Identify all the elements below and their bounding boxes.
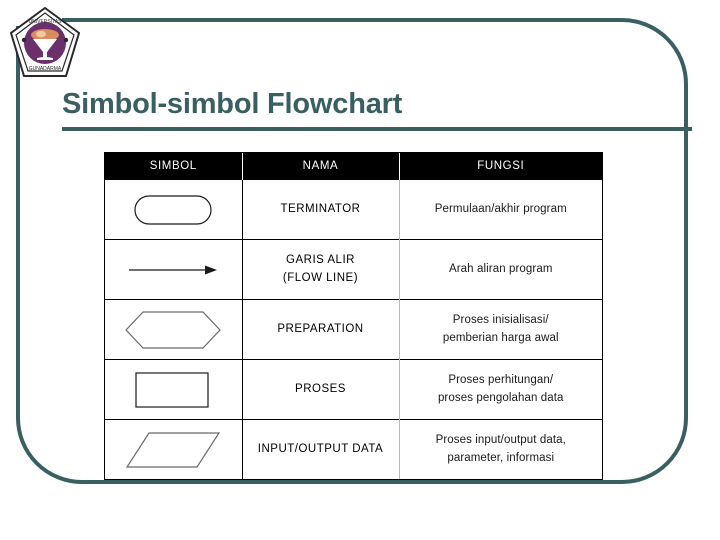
column-header-fungsi: FUNGSI — [399, 153, 602, 180]
parallelogram-icon — [126, 431, 221, 468]
function-line: Proses perhitungan/ — [448, 373, 554, 386]
table-header-row: SIMBOL NAMA FUNGSI — [105, 153, 602, 180]
function-line: Permulaan/akhir program — [434, 202, 567, 215]
symbol-name-flow-line: GARIS ALIR (FLOW LINE) — [242, 239, 400, 300]
university-logo: UNIVERSITAS GUNADARMA — [8, 5, 82, 81]
symbol-cell-terminator — [105, 179, 243, 240]
function-line: Proses inisialisasi/ — [452, 313, 549, 326]
table-row: INPUT/OUTPUT DATA Proses input/output da… — [105, 419, 602, 479]
symbol-cell-flow-line — [105, 239, 243, 300]
symbol-function-preparation: Proses inisialisasi/ pemberian harga awa… — [399, 299, 602, 360]
column-header-simbol: SIMBOL — [105, 153, 243, 180]
column-header-nama: NAMA — [242, 153, 400, 180]
symbol-function-flow-line: Arah aliran program — [399, 239, 602, 300]
hexagon-icon — [125, 310, 222, 349]
symbol-name-input-output: INPUT/OUTPUT DATA — [242, 419, 400, 479]
svg-text:UNIVERSITAS: UNIVERSITAS — [29, 19, 63, 25]
function-line: proses pengolahan data — [437, 391, 564, 404]
name-line-1: GARIS ALIR — [286, 253, 355, 266]
symbol-cell-proses — [105, 359, 243, 420]
symbol-name-proses: PROSES — [242, 359, 400, 420]
symbol-function-terminator: Permulaan/akhir program — [399, 179, 602, 240]
name-line-2: (FLOW LINE) — [282, 271, 359, 284]
table-row: PROSES Proses perhitungan/ proses pengol… — [105, 359, 602, 420]
arrow-line-icon — [129, 265, 218, 274]
symbol-cell-input-output — [105, 419, 243, 479]
symbol-function-input-output: Proses input/output data, parameter, inf… — [399, 419, 602, 479]
symbol-cell-preparation — [105, 299, 243, 360]
rounded-rectangle-icon — [134, 194, 212, 225]
function-line: Arah aliran program — [448, 262, 553, 275]
function-line: parameter, informasi — [447, 451, 555, 464]
rectangle-icon — [135, 371, 209, 408]
symbol-name-terminator: TERMINATOR — [242, 179, 400, 240]
symbol-function-proses: Proses perhitungan/ proses pengolahan da… — [399, 359, 602, 420]
function-line: pemberian harga awal — [442, 331, 559, 344]
table-row: PREPARATION Proses inisialisasi/ pemberi… — [105, 299, 602, 360]
svg-text:GUNADARMA: GUNADARMA — [29, 66, 62, 72]
symbol-name-preparation: PREPARATION — [242, 299, 400, 360]
university-logo-icon: UNIVERSITAS GUNADARMA — [9, 6, 81, 77]
table-row: TERMINATOR Permulaan/akhir program — [105, 179, 602, 240]
flowchart-symbols-table: SIMBOL NAMA FUNGSI TERMINATOR Permulaan/… — [104, 152, 603, 480]
table-row: GARIS ALIR (FLOW LINE) Arah aliran progr… — [105, 239, 602, 300]
page-title: Simbol-simbol Flowchart — [62, 88, 403, 120]
function-line: Proses input/output data, — [435, 433, 566, 446]
title-underline — [62, 127, 692, 131]
